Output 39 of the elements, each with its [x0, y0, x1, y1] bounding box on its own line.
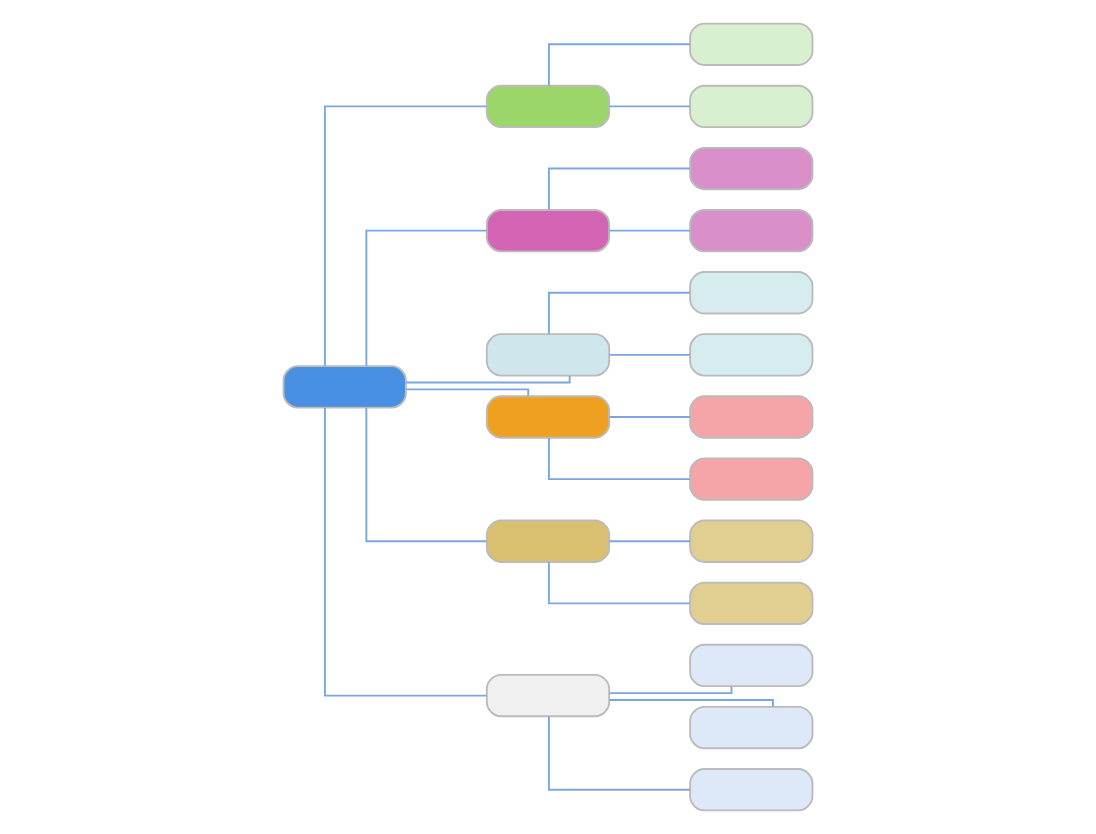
connector: [324, 105, 488, 367]
node-box: [689, 209, 814, 253]
connector: [548, 167, 691, 211]
node-box: [689, 457, 814, 501]
connector: [324, 406, 488, 697]
node-box: [485, 673, 611, 718]
connector: [608, 353, 691, 356]
node-box: [689, 146, 814, 191]
node-box: [689, 581, 814, 625]
node-box: [485, 84, 611, 129]
node-box: [689, 519, 814, 563]
connector: [405, 375, 571, 384]
connector: [608, 699, 774, 708]
node-box: [689, 643, 814, 688]
connector: [608, 685, 733, 695]
node-box: [689, 333, 814, 377]
node-box: [485, 519, 611, 563]
connector: [365, 406, 488, 543]
node-box: [689, 22, 814, 66]
node-box: [485, 209, 611, 253]
connector: [608, 105, 691, 108]
connector: [548, 561, 691, 605]
node-box: [282, 365, 407, 409]
node-box: [485, 333, 611, 377]
node-box: [689, 395, 814, 439]
connector: [548, 291, 691, 335]
node-box: [485, 395, 611, 439]
connector: [608, 540, 691, 543]
connector: [548, 715, 691, 791]
node-box: [689, 271, 814, 315]
node-box: [689, 768, 814, 812]
connector: [548, 437, 691, 481]
node-box: [689, 705, 814, 750]
node-box: [689, 84, 814, 129]
connector: [548, 43, 691, 87]
connector: [608, 416, 691, 418]
connector: [405, 388, 530, 397]
connector: [608, 229, 691, 232]
connector: [365, 229, 488, 367]
